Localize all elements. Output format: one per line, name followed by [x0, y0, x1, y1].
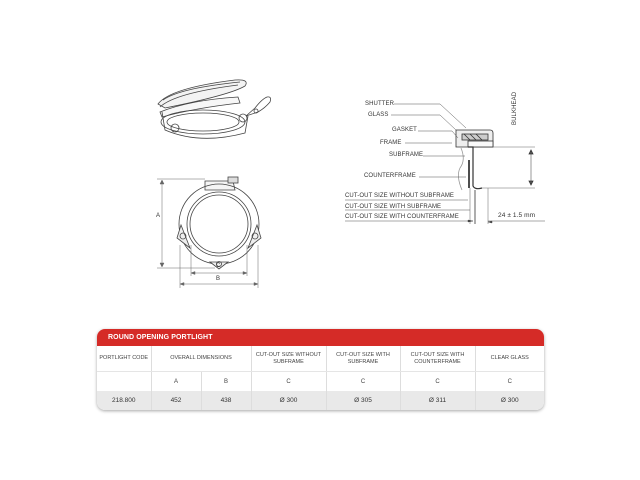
cutout-with-counterframe-label: CUT-OUT SIZE WITH COUNTERFRAME: [345, 214, 459, 220]
header-with-counterframe: CUT-OUT SIZE WITH COUNTERFRAME: [400, 346, 476, 372]
dim-c-label: C: [216, 263, 221, 269]
table-subheader-row: A B C C C C: [97, 371, 544, 391]
isometric-portlight-drawing: [157, 79, 271, 139]
front-view-drawing: [176, 176, 262, 270]
cell-clear-glass: Ø 300: [475, 391, 544, 410]
section-view-drawing: [455, 129, 535, 224]
header-clear-glass: CLEAR GLASS: [475, 346, 544, 372]
cell-b: 438: [201, 391, 252, 410]
portlight-spec-table: ROUND OPENING PORTLIGHT PORTLIGHT CODE O…: [97, 329, 544, 410]
bulkhead-label: BULKHEAD: [512, 91, 518, 125]
dim-a-label: A: [156, 213, 161, 219]
subheader-cell: [97, 371, 152, 391]
subheader-cell: C: [507, 378, 512, 385]
section-leader-lines: [345, 103, 545, 224]
header-without-subframe: CUT-OUT SIZE WITHOUT SUBFRAME: [251, 346, 327, 372]
subframe-label: SUBFRAME: [389, 152, 424, 158]
glass-label: GLASS: [368, 112, 389, 118]
cell-with-counterframe: Ø 311: [400, 391, 476, 410]
frame-label: FRAME: [380, 140, 402, 146]
subheader-cell: B: [201, 371, 252, 391]
shutter-label: SHUTTER: [365, 101, 395, 107]
subheader-cell: A: [151, 371, 202, 391]
header-with-subframe: CUT-OUT SIZE WITH SUBFRAME: [326, 346, 401, 372]
cell-code: 218.800: [97, 391, 152, 410]
cutout-with-subframe-label: CUT-OUT SIZE WITH SUBFRAME: [345, 204, 442, 210]
header-overall: OVERALL DIMENSIONS: [151, 346, 252, 372]
cell-with-subframe: Ø 305: [326, 391, 401, 410]
subheader-cell: C: [251, 371, 327, 391]
counterframe-label: COUNTERFRAME: [364, 173, 416, 179]
table-row: 218.800 452 438 Ø 300 Ø 305 Ø 311 Ø 300: [97, 391, 544, 410]
gasket-label: GASKET: [392, 127, 417, 133]
subheader-cell: C: [326, 371, 401, 391]
cell-without-subframe: Ø 300: [251, 391, 327, 410]
thickness-label: 24 ± 1.5 mm: [498, 212, 536, 219]
header-code: PORTLIGHT CODE: [97, 346, 152, 372]
front-view-dimensions: [157, 178, 259, 288]
subheader-cell: C: [400, 371, 476, 391]
table-title: ROUND OPENING PORTLIGHT: [97, 329, 544, 346]
dim-b-label: B: [216, 276, 221, 282]
table-header-row: PORTLIGHT CODE OVERALL DIMENSIONS CUT-OU…: [97, 346, 544, 372]
cutout-without-subframe-label: CUT-OUT SIZE WITHOUT SUBFRAME: [345, 193, 455, 199]
cell-a: 452: [151, 391, 202, 410]
